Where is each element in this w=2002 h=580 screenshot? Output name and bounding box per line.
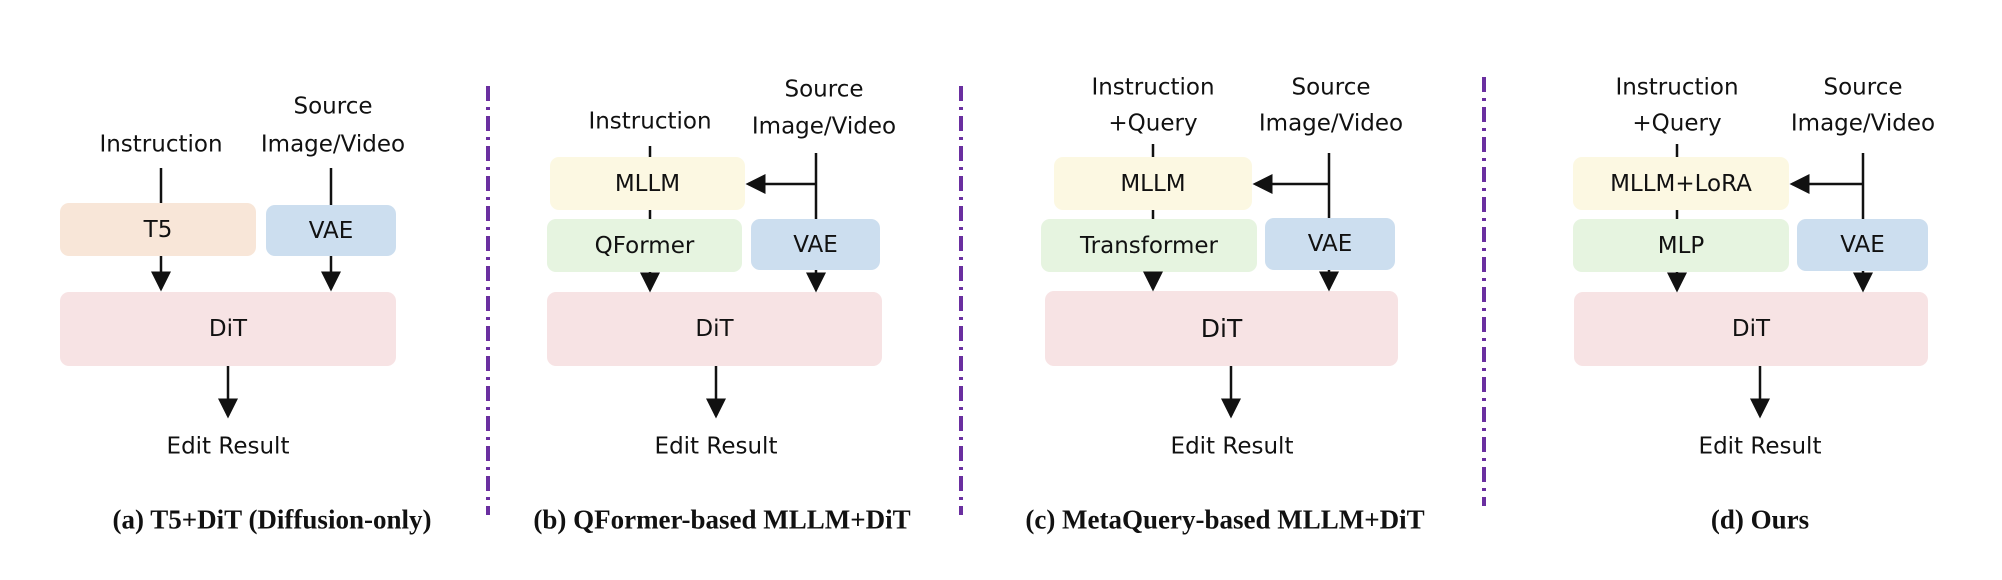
panel-a-caption: (a) T5+DiT (Diffusion-only): [112, 504, 432, 535]
qformer-box: QFormer: [547, 219, 742, 272]
mllm-box: MLLM: [550, 157, 745, 210]
dit-box: DiT: [547, 292, 882, 366]
source-label: Source: [293, 93, 373, 120]
source-label-line2: Image/Video: [260, 131, 406, 158]
vae-box: VAE: [751, 219, 880, 270]
instruction-label: Instruction: [588, 108, 712, 135]
vae-box: VAE: [1797, 219, 1928, 271]
dit-box: DiT: [1045, 291, 1398, 366]
mllm-box: MLLM: [1054, 157, 1252, 210]
mllm-lora-box: MLLM+LoRA: [1573, 157, 1789, 210]
edit-result-label: Edit Result: [166, 433, 290, 460]
source-label: Source: [1291, 74, 1371, 101]
edit-result-label: Edit Result: [1170, 433, 1294, 460]
vae-box: VAE: [266, 205, 396, 256]
panel-b-caption: (b) QFormer-based MLLM+DiT: [533, 504, 911, 535]
instruction-label: Instruction: [99, 131, 223, 158]
source-label-line2: Image/Video: [751, 113, 897, 140]
instruction-label: Instruction: [1091, 74, 1215, 101]
instruction-label: Instruction: [1615, 74, 1739, 101]
dit-box: DiT: [60, 292, 396, 366]
edit-result-label: Edit Result: [1698, 433, 1822, 460]
query-label: +Query: [1632, 110, 1722, 137]
panel-c-caption: (c) MetaQuery-based MLLM+DiT: [1025, 504, 1425, 535]
dit-box: DiT: [1574, 292, 1928, 366]
t5-box: T5: [60, 203, 256, 256]
source-label: Source: [1823, 74, 1903, 101]
source-label: Source: [784, 76, 864, 103]
vae-box: VAE: [1265, 218, 1395, 270]
source-label-line2: Image/Video: [1790, 110, 1936, 137]
panel-d-caption: (d) Ours: [1710, 504, 1810, 535]
edit-result-label: Edit Result: [654, 433, 778, 460]
transformer-box: Transformer: [1041, 219, 1257, 272]
query-label: +Query: [1108, 110, 1198, 137]
source-label-line2: Image/Video: [1258, 110, 1404, 137]
mlp-box: MLP: [1573, 219, 1789, 272]
